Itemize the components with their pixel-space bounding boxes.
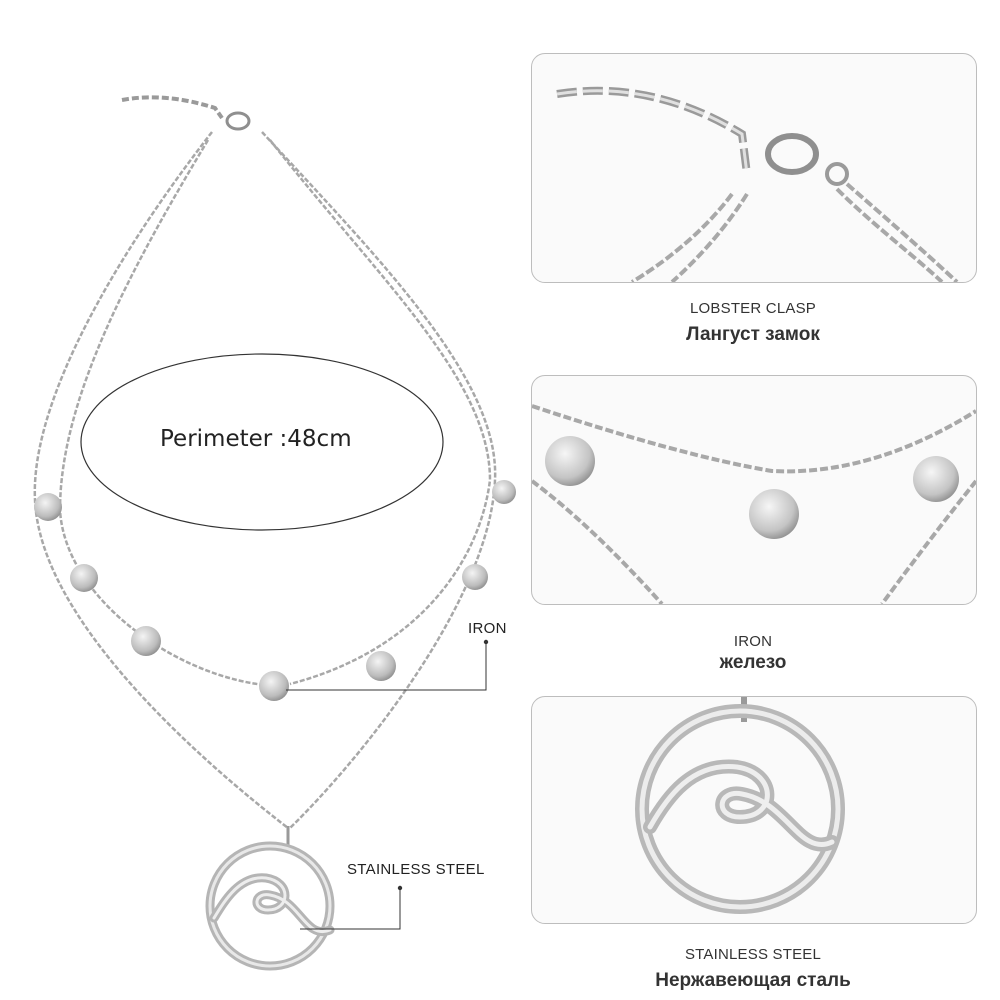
necklace-photo bbox=[33, 95, 516, 971]
clasp-closeup bbox=[556, 86, 959, 282]
extender-chain bbox=[121, 95, 224, 120]
detail-panel-iron bbox=[531, 375, 977, 605]
pendant-closeup bbox=[635, 697, 845, 914]
iron-callout-label: IRON bbox=[468, 620, 507, 637]
iron-callout-line bbox=[286, 642, 487, 691]
detail-panel-clasp bbox=[531, 53, 977, 283]
steel-caption-ru: Нержавеющая сталь bbox=[655, 970, 851, 991]
coin-charms bbox=[34, 480, 516, 701]
iron-caption-ru: железо bbox=[719, 652, 787, 673]
clasp-caption-ru: Лангуст замок bbox=[686, 324, 820, 345]
perimeter-ellipse bbox=[80, 353, 444, 531]
wave-pendant bbox=[205, 826, 335, 971]
detail-panel-steel bbox=[531, 696, 977, 924]
steel-callout-line bbox=[300, 888, 401, 930]
coin-chain-closeup bbox=[532, 404, 976, 604]
clasp-caption-en: LOBSTER CLASP bbox=[690, 300, 816, 317]
outer-chain bbox=[33, 131, 497, 829]
iron-caption-en: IRON bbox=[733, 633, 773, 650]
steel-callout-label: STAINLESS STEEL bbox=[347, 861, 485, 878]
perimeter-label: Perimeter :48cm bbox=[160, 426, 352, 452]
steel-caption-en: STAINLESS STEEL bbox=[684, 946, 822, 963]
lobster-clasp bbox=[225, 111, 251, 131]
